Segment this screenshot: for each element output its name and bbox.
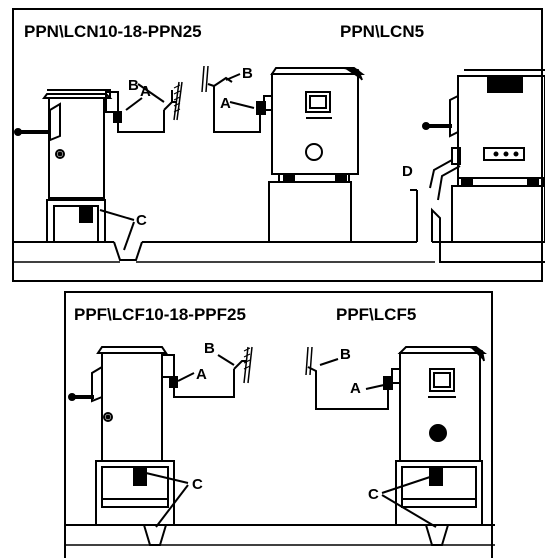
bottom-leader-c1b [155,484,189,528]
top-right-model-title: PPN\LCN5 [340,22,425,41]
left-appliance [14,81,183,243]
label-c: C [136,212,147,229]
bottom-label-b1: B [204,340,215,357]
bottom-leader-c2b [381,494,437,528]
label-b2: B [242,65,253,82]
bottom-right-model-title: PPF\LCF5 [336,305,417,324]
bottom-installation-drawing: A B A B C C [66,340,495,546]
top-left-model-title: PPN\LCN10-18-PPN25 [24,22,202,41]
floor-drain-right [416,190,545,263]
label-b1: B [128,77,139,94]
leader-b2 [225,73,241,81]
leader-c1 [99,209,135,221]
leader-a1 [125,97,143,111]
bottom-left-model-title: PPF\LCF10-18-PPF25 [74,305,246,324]
leader-c2 [123,221,135,251]
bottom-label-c1: C [192,476,203,493]
label-a1: A [140,83,151,100]
bottom-label-a1: A [196,366,207,383]
middle-appliance [201,65,365,243]
bottom-label-a2: A [350,380,361,397]
label-d: D [402,163,413,180]
floor-drain-left [113,241,143,261]
bottom-right-appliance [305,346,487,526]
bottom-leader-c2a [381,476,431,494]
bottom-leader-a1 [177,372,195,382]
bottom-installation-panel: PPF\LCF10-18-PPF25 PPF\LCF5 [64,291,495,558]
bottom-leader-c1a [145,472,189,484]
bottom-leader-b1 [217,354,235,366]
leader-a2 [229,101,255,109]
top-installation-panel: PPN\LCN10-18-PPN25 PPN\LCN5 [12,8,545,282]
leader-b1 [137,83,165,103]
bottom-leader-b2 [319,358,339,366]
top-installation-drawing: A B A B C D [14,65,545,263]
bottom-label-b2: B [340,346,351,363]
bottom-leader-a2 [365,384,385,390]
bottom-label-c2: C [368,486,379,503]
right-appliance [422,69,545,243]
bottom-left-appliance [68,346,253,526]
label-a2: A [220,95,231,112]
